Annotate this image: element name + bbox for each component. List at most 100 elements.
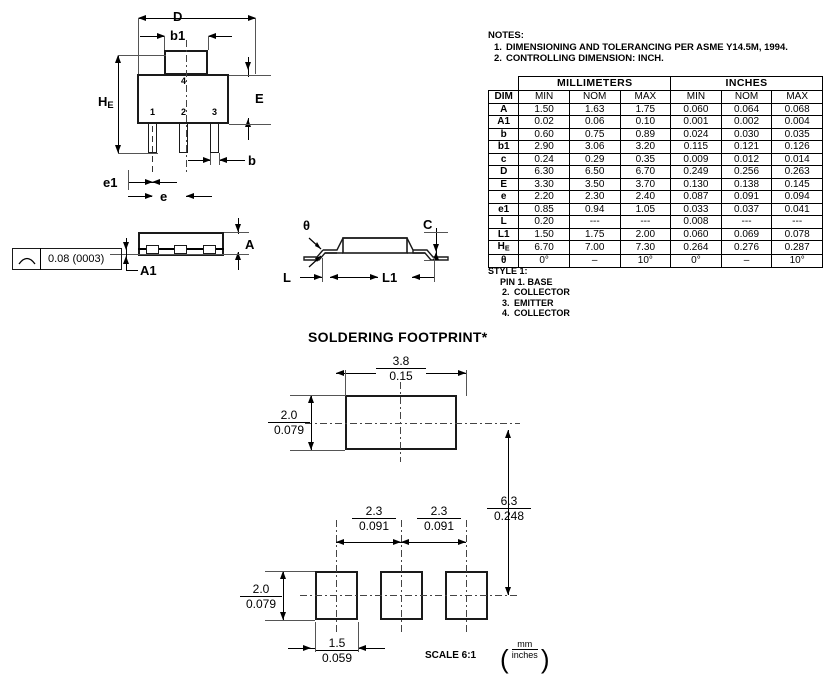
ext-lowerpadwidth-left: [315, 622, 316, 652]
dimension-table: MILLIMETERS INCHES DIM MIN NOM MAX MIN N…: [487, 76, 823, 268]
dim-line-lowerpadwidth-right: [358, 648, 385, 649]
arrow-HE-bottom: [114, 145, 121, 153]
arrow-lowerpadheight-top: [279, 571, 286, 579]
table-cell-mm-min: 3.30: [518, 177, 570, 191]
ext-lowerpadheight-bottom: [265, 620, 315, 621]
dim-vertical-pitch-in: 0.248: [487, 508, 531, 522]
table-cell-in-max: 0.145: [771, 177, 823, 191]
table-cell-in-nom: 0.091: [720, 190, 773, 204]
arrow-b-right: [219, 156, 227, 163]
pin-1-prefix: PIN 1.: [500, 276, 526, 287]
units-fraction: mm inches: [511, 639, 538, 660]
table-cell-mm-nom: 3.50: [568, 177, 621, 191]
arrow-A-bottom: [234, 252, 241, 260]
ext-line-L1: [434, 258, 435, 282]
arrow-A-top: [234, 224, 241, 232]
table-cell-mm-max: 6.70: [619, 165, 672, 179]
lead-3: [210, 123, 219, 153]
table-cell-mm-max: 0.89: [619, 127, 672, 141]
side-lead-2: [174, 245, 187, 254]
arrow-L1-end: [412, 273, 420, 280]
note-item-2: 2. CONTROLLING DIMENSION: INCH.: [488, 53, 788, 65]
note-item-1: 1. DIMENSIONING AND TOLERANCING PER ASME…: [488, 42, 788, 54]
dim-pitch-2-in: 0.091: [417, 518, 461, 532]
table-cell-mm-min: 2.90: [518, 140, 570, 154]
arrow-vpitch-top: [504, 430, 511, 438]
table-cell-in-nom: –: [720, 254, 773, 268]
table-cell-in-min: 0°: [670, 254, 722, 268]
dim-pad-height: 2.0 0.079: [268, 409, 310, 436]
ext-line-E-bottom: [229, 124, 271, 125]
arrow-e-left: [145, 192, 153, 199]
table-cell-mm-max: 1.75: [619, 102, 672, 116]
ext-line-L: [322, 258, 323, 282]
dim-vertical-pitch-mm: 6.3: [500, 494, 518, 508]
dim-pitch-1-mm: 2.3: [365, 504, 383, 518]
table-cell-mm-max: 7.30: [619, 239, 672, 256]
units-inches: inches: [511, 649, 538, 660]
arrow-L: [314, 273, 322, 280]
col-header-in-nom: NOM: [720, 90, 773, 104]
arrow-L1-left: [330, 273, 338, 280]
table-cell-mm-nom: 0.75: [568, 127, 621, 141]
table-cell-mm-nom: 0.94: [568, 202, 621, 216]
arrow-pitch2-left: [401, 538, 409, 545]
table-cell-mm-nom: 1.63: [568, 102, 621, 116]
dim-pitch-1-in: 0.091: [352, 518, 396, 532]
table-cell-mm-nom: 1.75: [568, 227, 621, 241]
table-cell-mm-max: 0.10: [619, 115, 672, 129]
ext-padwidth-right: [466, 370, 467, 396]
table-cell-dim: E: [487, 177, 520, 191]
table-cell-dim: e: [487, 190, 520, 204]
dim-line-pitch1: [336, 542, 401, 543]
dim-pad-height-in: 0.079: [268, 422, 310, 436]
table-cell-mm-min: 0.85: [518, 202, 570, 216]
dim-pad-width: 3.8 0.15: [376, 355, 426, 382]
dim-line-e1b: [152, 182, 177, 183]
centerline-lead1: [152, 126, 153, 172]
footprint-pad-top: [345, 395, 457, 450]
arrow-padheight-bottom: [307, 442, 314, 450]
arrow-e-right: [186, 192, 194, 199]
table-cell-in-max: 0.094: [771, 190, 823, 204]
centerline-vertical: [186, 40, 187, 175]
dim-line-A-bottom: [238, 252, 239, 270]
style-heading: STYLE 1:: [488, 266, 528, 276]
table-cell-dim: b: [487, 127, 520, 141]
col-header-dim: DIM: [487, 90, 520, 104]
table-cell-in-max: 0.004: [771, 115, 823, 129]
dim-line-D: [138, 18, 256, 19]
arrow-A1-bottom: [122, 256, 129, 264]
table-cell-in-max: 0.078: [771, 227, 823, 241]
col-header-mm-max: MAX: [619, 90, 672, 104]
ext-padheight-bottom: [290, 450, 345, 451]
scale-label: SCALE 6:1: [425, 650, 477, 661]
ext-line-A-top: [224, 232, 249, 233]
table-cell-in-nom: 0.121: [720, 140, 773, 154]
col-header-in-max: MAX: [771, 90, 823, 104]
table-cell-mm-max: 2.40: [619, 190, 672, 204]
notes-heading: NOTES:: [488, 30, 524, 41]
table-cell-dim: b1: [487, 140, 520, 154]
dim-label-theta: θ: [303, 218, 311, 233]
table-cell-in-nom: 0.138: [720, 177, 773, 191]
side-lead-3: [203, 245, 216, 254]
dim-line-b-right: [219, 160, 245, 161]
table-cell-mm-nom: 0.06: [568, 115, 621, 129]
table-cell-in-min: 0.060: [670, 102, 722, 116]
table-cell-in-nom: ---: [720, 215, 773, 229]
table-cell-mm-max: ---: [619, 215, 672, 229]
ext-line-A-bottom: [224, 254, 249, 255]
table-cell-dim: A: [487, 102, 520, 116]
arrow-b-left: [203, 156, 211, 163]
table-cell-mm-nom: 3.06: [568, 140, 621, 154]
table-cell-in-min: 0.130: [670, 177, 722, 191]
dim-vertical-pitch: 6.3 0.248: [487, 495, 531, 522]
table-cell-in-max: 0.287: [771, 239, 823, 256]
arrow-e1-right: [145, 178, 153, 185]
